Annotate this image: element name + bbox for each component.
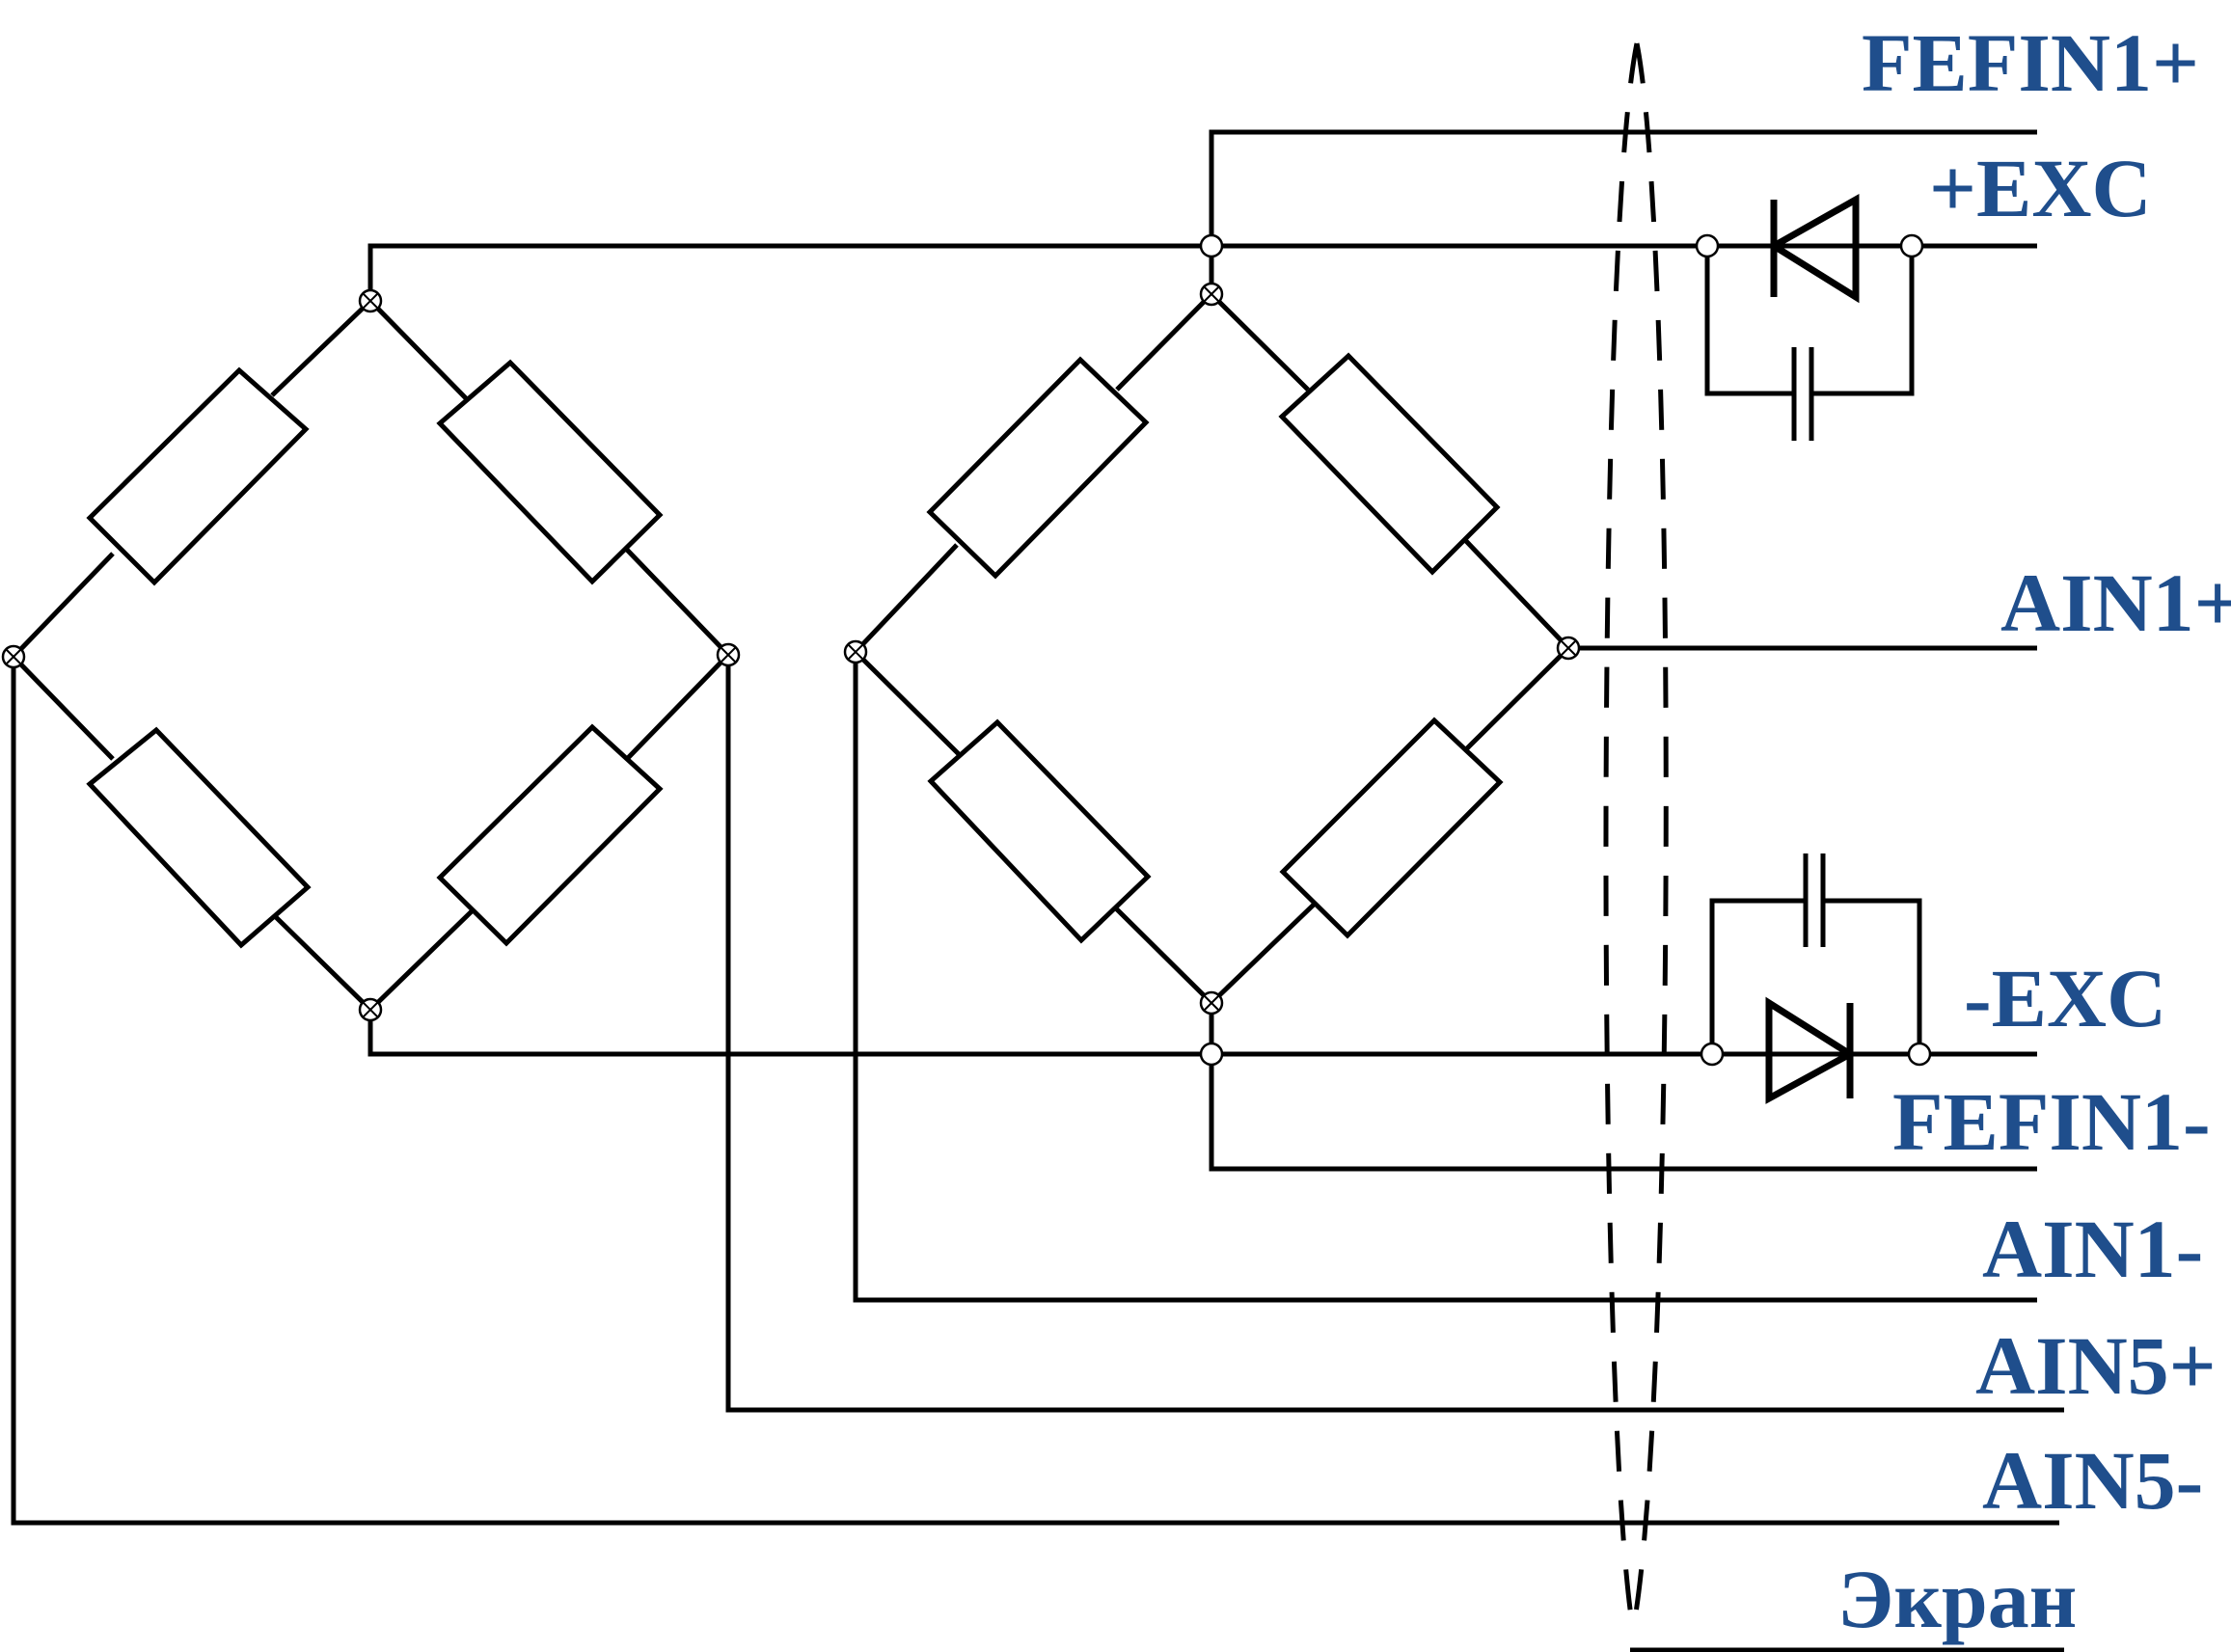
wire-exc-minus — [367, 1010, 2037, 1057]
right-bridge-resistor-bottom-left — [854, 650, 1213, 1005]
left-bridge-resistor-top-left — [12, 299, 372, 659]
left-bridge-resistor-bottom-right — [368, 653, 730, 1012]
label-ain5-plus: AIN5+ — [1975, 1319, 2217, 1412]
right-bridge-resistor-top-right — [1210, 292, 1570, 650]
label-ain5-minus: AIN5- — [1982, 1434, 2204, 1527]
right-bridge-resistor-top-left — [854, 292, 1213, 654]
label-ain1-plus: AIN1+ — [2000, 556, 2231, 649]
label-fefin1-plus: FEFIN1+ — [1862, 16, 2200, 109]
wire-ain5-plus — [725, 655, 2064, 1413]
junction — [1199, 233, 1224, 258]
junction — [1199, 1042, 1224, 1067]
label-fefin1-minus: FEFIN1- — [1892, 1075, 2211, 1168]
wire-fefin1-plus — [1209, 129, 2037, 246]
right-bridge-resistor-bottom-right — [1210, 646, 1570, 1005]
label-exc-plus: +EXC — [1929, 142, 2152, 234]
lower-protection-network — [1709, 853, 1922, 1104]
upper-capacitor-loop — [1704, 246, 1794, 396]
junction — [1907, 1042, 1932, 1067]
junction — [1899, 233, 1924, 258]
junction — [1695, 233, 1720, 258]
left-bridge-resistor-bottom-left — [12, 655, 372, 1012]
label-screen: Экран — [1837, 1553, 2078, 1645]
label-exc-minus: -EXC — [1964, 952, 2167, 1044]
upper-diode — [1767, 194, 1860, 304]
wiring — [11, 129, 2064, 1652]
left-bridge-resistor-top-right — [368, 299, 730, 657]
label-ain1-minus: AIN1- — [1982, 1203, 2204, 1295]
left-bridge — [12, 299, 730, 1012]
right-bridge — [854, 292, 1570, 1005]
lower-capacitor-loop — [1709, 898, 1806, 1054]
upper-protection-network — [1704, 194, 1915, 441]
wire-ain5-minus — [11, 657, 2059, 1526]
junction — [1700, 1042, 1725, 1067]
wire-ain1-minus — [853, 652, 2037, 1303]
lower-diode — [1765, 996, 1857, 1104]
cable-screen-outline — [1603, 42, 1669, 1631]
wire-fefin1-minus — [1209, 1054, 2037, 1172]
wire-exc-plus — [367, 243, 2037, 301]
junction-markers — [1, 233, 1932, 1067]
